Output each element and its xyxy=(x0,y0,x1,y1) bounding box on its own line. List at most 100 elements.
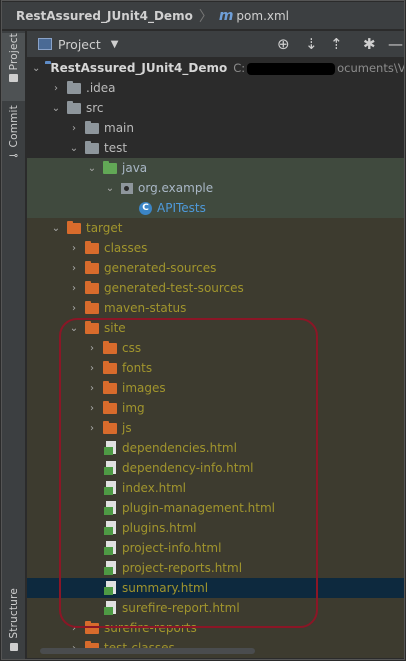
tree-row-project-reports-html[interactable]: project-reports.html xyxy=(27,558,404,578)
project-view-icon xyxy=(38,38,52,50)
chevron-right-icon[interactable]: › xyxy=(72,242,76,254)
chevron-down-icon[interactable]: ⌄ xyxy=(51,222,61,234)
breadcrumb-project[interactable]: RestAssured_JUnit4_Demo xyxy=(16,8,193,23)
tree-row-css[interactable]: › css xyxy=(27,338,404,358)
root-label: RestAssured_JUnit4_Demo xyxy=(50,61,228,75)
project-tree: ⌄ RestAssured_JUnit4_Demo C:ocuments\Vib… xyxy=(27,58,404,658)
tree-row-dependencies-html[interactable]: dependencies.html xyxy=(27,438,404,458)
html-file-icon xyxy=(104,581,116,595)
tree-row-java[interactable]: ⌄ java xyxy=(27,158,404,178)
commit-tool-tab[interactable]: Commit ⊸ xyxy=(2,105,25,185)
html-file-icon xyxy=(104,441,116,455)
tree-row-site[interactable]: ⌄ site xyxy=(27,318,404,338)
tree-row-dependency-info-html[interactable]: dependency-info.html xyxy=(27,458,404,478)
tree-item-label: classes xyxy=(104,241,148,255)
tree-row-classes[interactable]: › classes xyxy=(27,238,404,258)
tree-row-package[interactable]: ⌄ org.example xyxy=(27,178,404,198)
chevron-down-icon[interactable]: ▼ xyxy=(110,38,119,50)
tree-row-summary-html[interactable]: summary.html xyxy=(27,578,404,598)
chevron-right-icon[interactable]: › xyxy=(90,342,94,354)
project-tool-tab[interactable]: Project xyxy=(2,33,25,101)
breadcrumb-file[interactable]: pom.xml xyxy=(236,8,290,23)
excluded-folder-icon xyxy=(85,320,99,334)
chevron-right-icon[interactable]: › xyxy=(72,302,76,314)
chevron-right-icon[interactable]: › xyxy=(90,362,94,374)
excluded-folder-icon xyxy=(103,380,117,394)
tree-row-target[interactable]: ⌄ target xyxy=(27,218,404,238)
chevron-right-icon[interactable]: › xyxy=(90,402,94,414)
chevron-down-icon[interactable]: ⌄ xyxy=(69,322,79,334)
chevron-down-icon[interactable]: ⌄ xyxy=(69,142,79,154)
chevron-right-icon[interactable]: › xyxy=(54,82,58,94)
chevron-right-icon[interactable]: › xyxy=(90,422,94,434)
tree-row-root[interactable]: ⌄ RestAssured_JUnit4_Demo C:ocuments\Vib… xyxy=(27,58,404,78)
excluded-folder-icon xyxy=(103,360,117,374)
excluded-folder-icon xyxy=(85,240,99,254)
tree-row-idea[interactable]: › .idea xyxy=(27,78,404,98)
chevron-down-icon[interactable]: ⌄ xyxy=(105,182,115,194)
tree-row-fonts[interactable]: › fonts xyxy=(27,358,404,378)
tree-item-label: fonts xyxy=(122,361,153,375)
chevron-down-icon[interactable]: ⌄ xyxy=(87,162,97,174)
chevron-right-icon[interactable]: › xyxy=(72,282,76,294)
tree-row-plugins-html[interactable]: plugins.html xyxy=(27,518,404,538)
excluded-folder-icon xyxy=(85,300,99,314)
tree-row-index-html[interactable]: index.html xyxy=(27,478,404,498)
chevron-right-icon[interactable]: › xyxy=(90,382,94,394)
tree-row-project-info-html[interactable]: project-info.html xyxy=(27,538,404,558)
project-tool-window-header: Project ▼ ⊕ ⇣ ⇡ ✱ — xyxy=(27,31,404,57)
chevron-right-icon[interactable]: › xyxy=(72,122,76,134)
html-file-icon xyxy=(104,481,116,495)
tree-row-plugin-management-html[interactable]: plugin-management.html xyxy=(27,498,404,518)
hide-icon[interactable]: — xyxy=(388,35,403,53)
commit-icon: ⊸ xyxy=(8,149,19,163)
collapse-all-icon[interactable]: ⇡ xyxy=(330,35,343,53)
tree-item-label: target xyxy=(86,221,123,235)
chevron-down-icon[interactable]: ⌄ xyxy=(32,62,41,74)
excluded-folder-icon xyxy=(85,260,99,274)
tree-row-images[interactable]: › images xyxy=(27,378,404,398)
target-locate-icon[interactable]: ⊕ xyxy=(277,35,290,53)
chevron-down-icon[interactable]: ⌄ xyxy=(51,102,61,114)
tree-row-surefire-report-html[interactable]: surefire-report.html xyxy=(27,598,404,618)
tree-item-label: java xyxy=(122,161,148,175)
test-class-icon: C xyxy=(139,201,152,215)
tree-item-label: project-reports.html xyxy=(122,561,243,575)
tree-row-src[interactable]: ⌄ src xyxy=(27,98,404,118)
tree-item-label: .idea xyxy=(86,81,116,95)
tree-row-apitests[interactable]: C APITests xyxy=(27,198,404,218)
tree-row-test[interactable]: ⌄ test xyxy=(27,138,404,158)
tree-item-label: js xyxy=(122,421,132,435)
tree-row-main[interactable]: › main xyxy=(27,118,404,138)
tree-item-label: plugin-management.html xyxy=(122,501,275,515)
horizontal-scrollbar[interactable] xyxy=(40,648,255,654)
tree-row-maven-status[interactable]: › maven-status xyxy=(27,298,404,318)
excluded-folder-icon xyxy=(85,280,99,294)
structure-tab-label: Structure xyxy=(7,588,20,639)
excluded-folder-icon xyxy=(103,420,117,434)
tree-row-generated-sources[interactable]: › generated-sources xyxy=(27,258,404,278)
commit-tab-label: Commit xyxy=(7,105,20,148)
folder-icon xyxy=(9,74,18,83)
excluded-folder-icon xyxy=(103,400,117,414)
tree-row-generated-test-sources[interactable]: › generated-test-sources xyxy=(27,278,404,298)
tree-item-label: dependencies.html xyxy=(122,441,237,455)
chevron-right-icon[interactable]: › xyxy=(72,622,76,634)
tree-row-surefire-reports[interactable]: › surefire-reports xyxy=(27,618,404,638)
tree-item-label: images xyxy=(122,381,166,395)
expand-all-icon[interactable]: ⇣ xyxy=(305,35,318,53)
gear-icon[interactable]: ✱ xyxy=(363,35,376,53)
root-path: C:ocuments\Vibha xyxy=(233,61,404,75)
package-icon xyxy=(121,182,133,194)
tree-row-js[interactable]: › js xyxy=(27,418,404,438)
excluded-folder-icon xyxy=(103,340,117,354)
view-selector[interactable]: Project xyxy=(58,36,101,52)
tree-item-label: site xyxy=(104,321,126,335)
folder-icon xyxy=(85,140,99,154)
vertical-scrollbar[interactable] xyxy=(398,58,404,646)
tree-row-img[interactable]: › img xyxy=(27,398,404,418)
structure-tool-tab[interactable]: Structure xyxy=(2,588,25,658)
chevron-right-icon[interactable]: › xyxy=(72,262,76,274)
tree-item-label: summary.html xyxy=(122,581,209,595)
